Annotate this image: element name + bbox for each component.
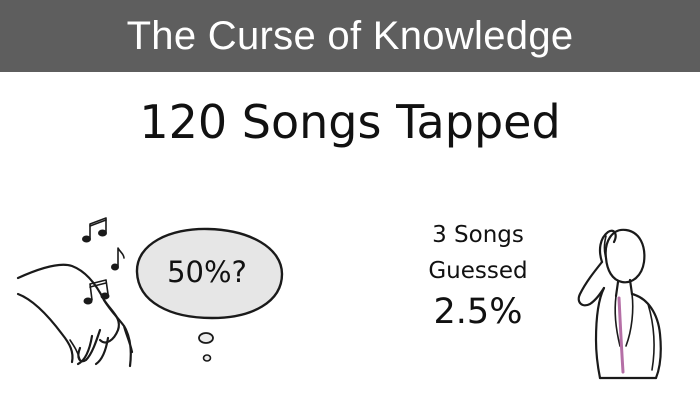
headline: 120 Songs Tapped [139, 95, 561, 149]
result-guessed-label: Guessed [428, 258, 528, 284]
tapping-hand-icon [16, 263, 134, 368]
thought-bubble-icon [135, 227, 284, 362]
music-note-icon [82, 217, 107, 243]
music-note-icon [111, 247, 125, 271]
music-note-icon [83, 279, 110, 305]
result-percent: 2.5% [433, 292, 523, 332]
slide-title: The Curse of Knowledge [126, 13, 574, 58]
confused-person-icon [577, 228, 662, 380]
bubble-guess-text: 50%? [167, 255, 247, 289]
result-songs-count: 3 Songs [432, 222, 524, 248]
title-bar: The Curse of Knowledge [0, 0, 700, 72]
